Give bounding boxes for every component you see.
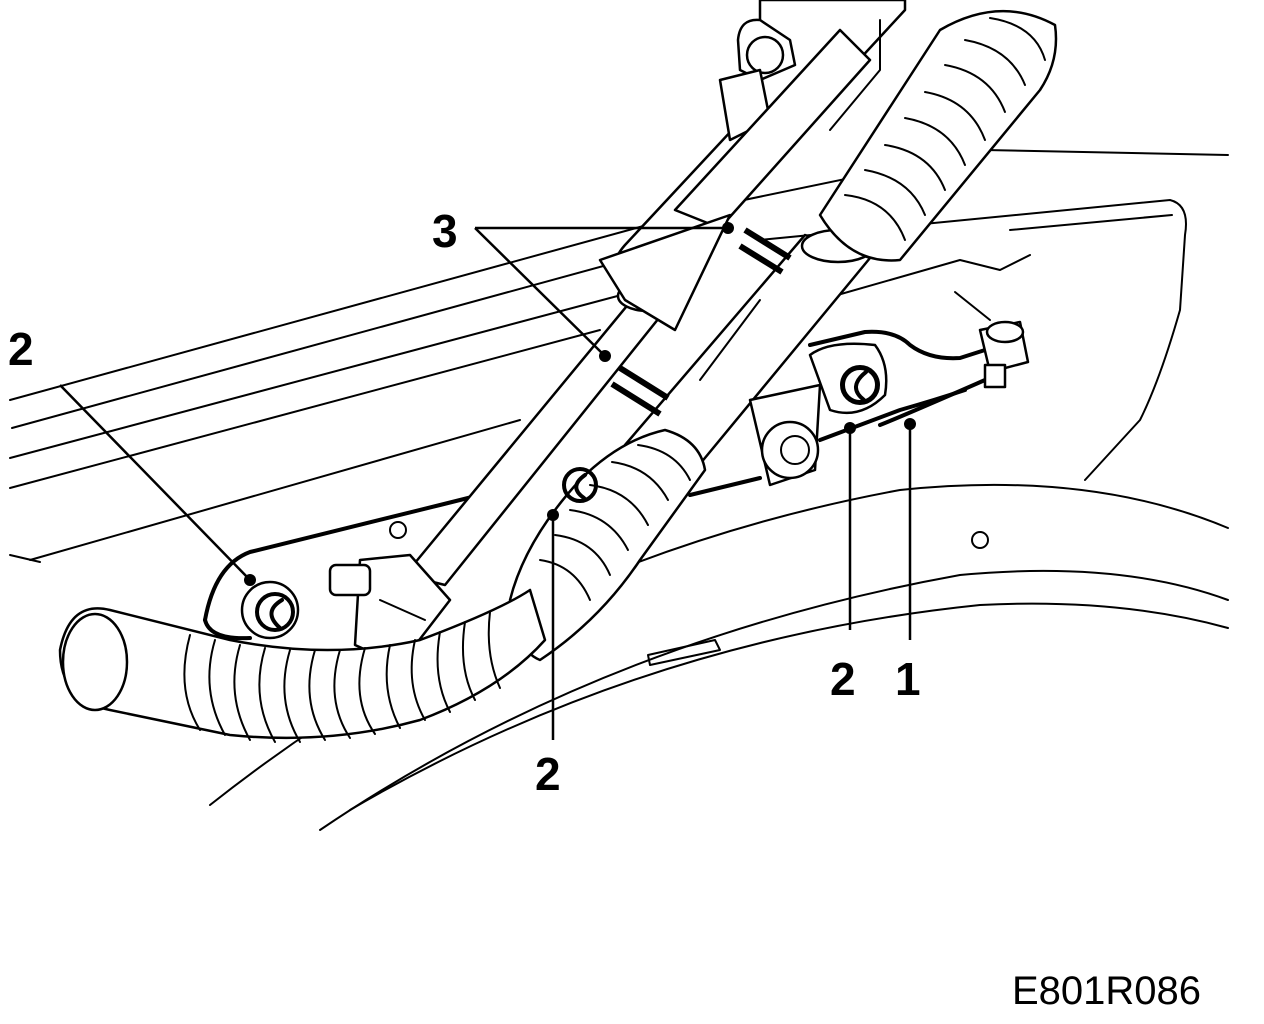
rack-boot-lower <box>508 428 707 662</box>
callout-mid-2: 2 <box>535 748 561 800</box>
leader-lines <box>59 222 916 740</box>
cut-mark-upper <box>738 227 792 275</box>
callout-left-2: 2 <box>8 323 34 375</box>
hose-corrugated <box>58 588 547 743</box>
steering-gear-bracket <box>203 291 1030 641</box>
subframe-outline <box>9 149 1229 831</box>
callout-top-3: 3 <box>432 205 458 257</box>
bolt-left <box>240 580 300 640</box>
bolt-middle <box>562 467 598 503</box>
steering-column <box>328 0 907 667</box>
callout-right-1: 1 <box>895 653 921 705</box>
cut-mark-lower <box>610 365 670 417</box>
rack-boot-upper <box>818 10 1058 262</box>
callout-right-2: 2 <box>830 653 856 705</box>
figure-code: E801R086 <box>1012 969 1201 1013</box>
bolt-right <box>840 365 880 405</box>
